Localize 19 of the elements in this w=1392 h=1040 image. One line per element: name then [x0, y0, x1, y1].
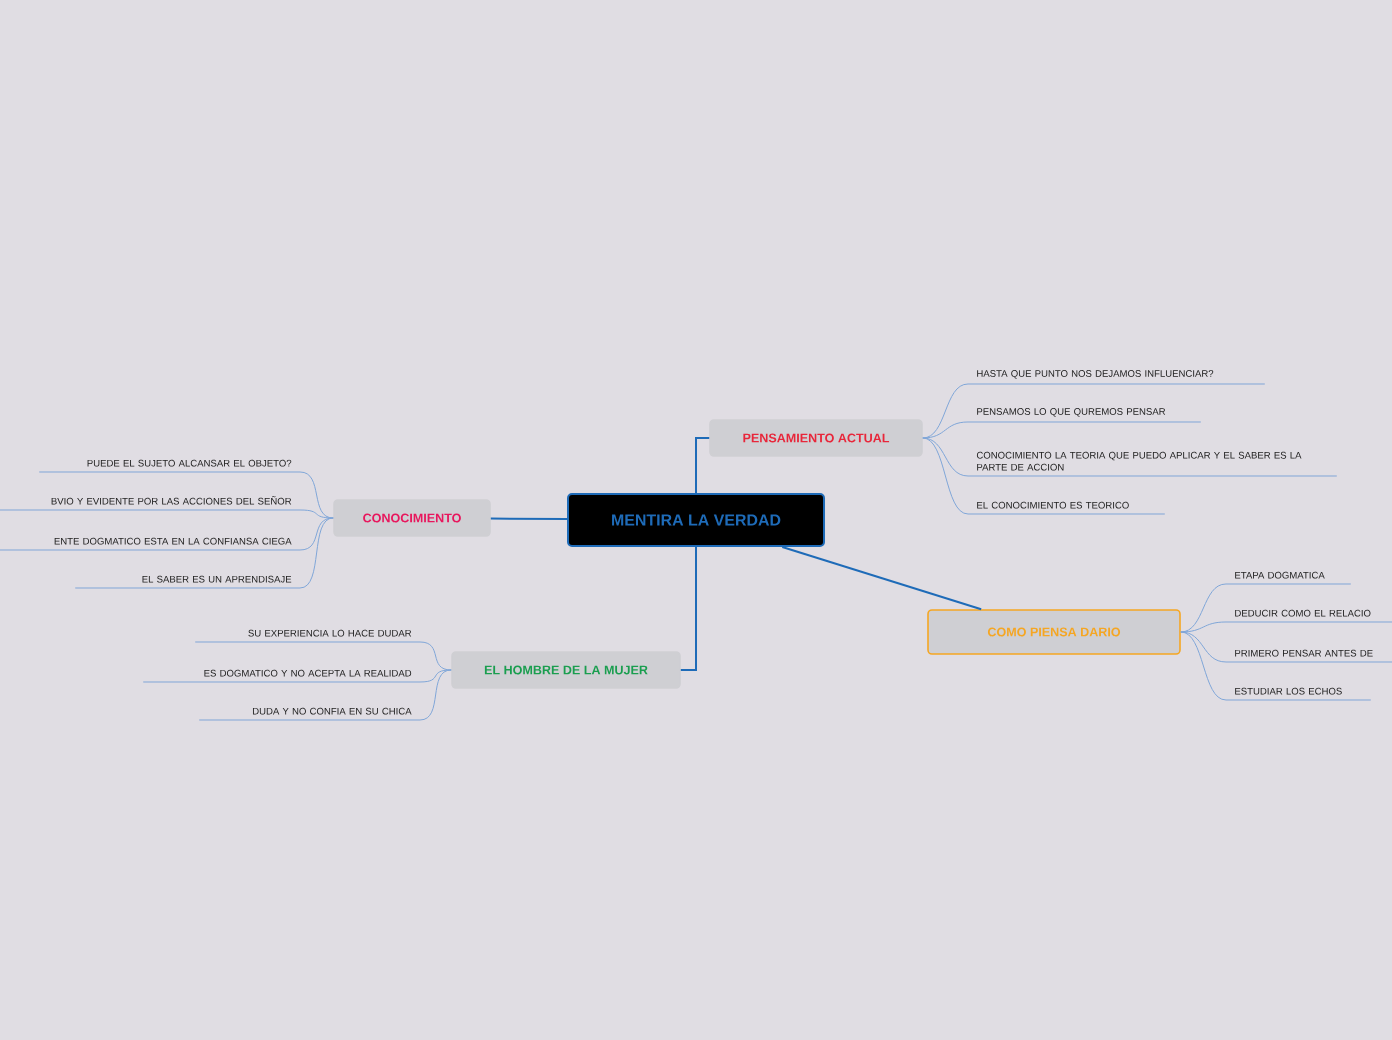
connector-line: [679, 546, 697, 671]
connector-line: [922, 437, 969, 515]
connector-line: [419, 669, 452, 721]
connector-line: [1180, 621, 1227, 633]
connector-line: [1180, 631, 1227, 663]
connector-line: [299, 471, 334, 519]
connector-line: [922, 383, 969, 439]
connector-line: [299, 517, 334, 589]
connector-line: [1180, 631, 1227, 701]
connector-line: [781, 546, 983, 611]
connector-line: [922, 437, 969, 477]
connector-line: [695, 437, 711, 494]
connector-line: [1180, 583, 1227, 633]
connector-line: [299, 509, 334, 519]
connector-line: [419, 641, 452, 671]
connector-line: [419, 669, 452, 683]
connector-line: [489, 517, 568, 521]
connector-line: [299, 517, 334, 551]
connector-line: [922, 421, 969, 439]
